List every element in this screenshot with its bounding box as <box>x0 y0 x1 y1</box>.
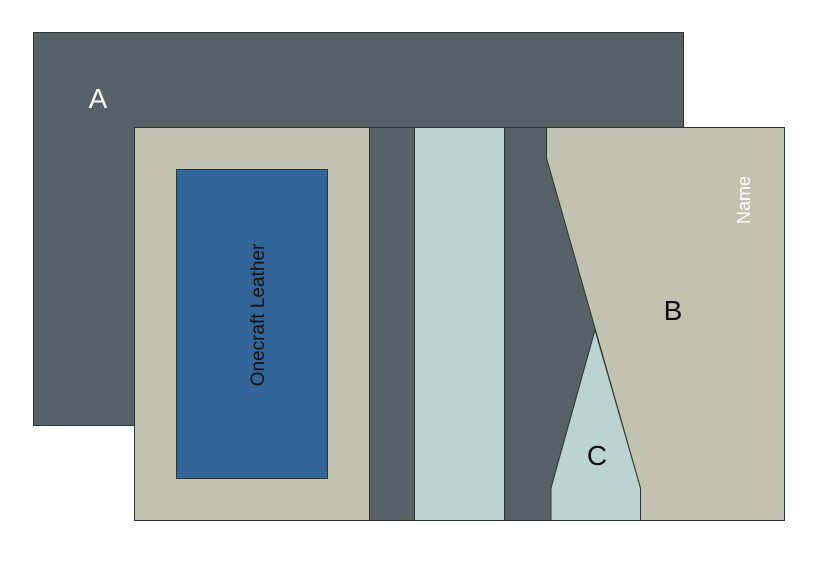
label-c: C <box>587 440 607 471</box>
brand-text: Onecraft Leather <box>248 243 269 386</box>
label-a: A <box>89 83 108 114</box>
brand-panel <box>176 169 328 479</box>
name-text: Name <box>734 176 754 224</box>
center-pocket <box>414 127 505 521</box>
spine-left <box>369 127 415 521</box>
label-b: B <box>664 295 683 326</box>
panel-b <box>546 127 785 521</box>
